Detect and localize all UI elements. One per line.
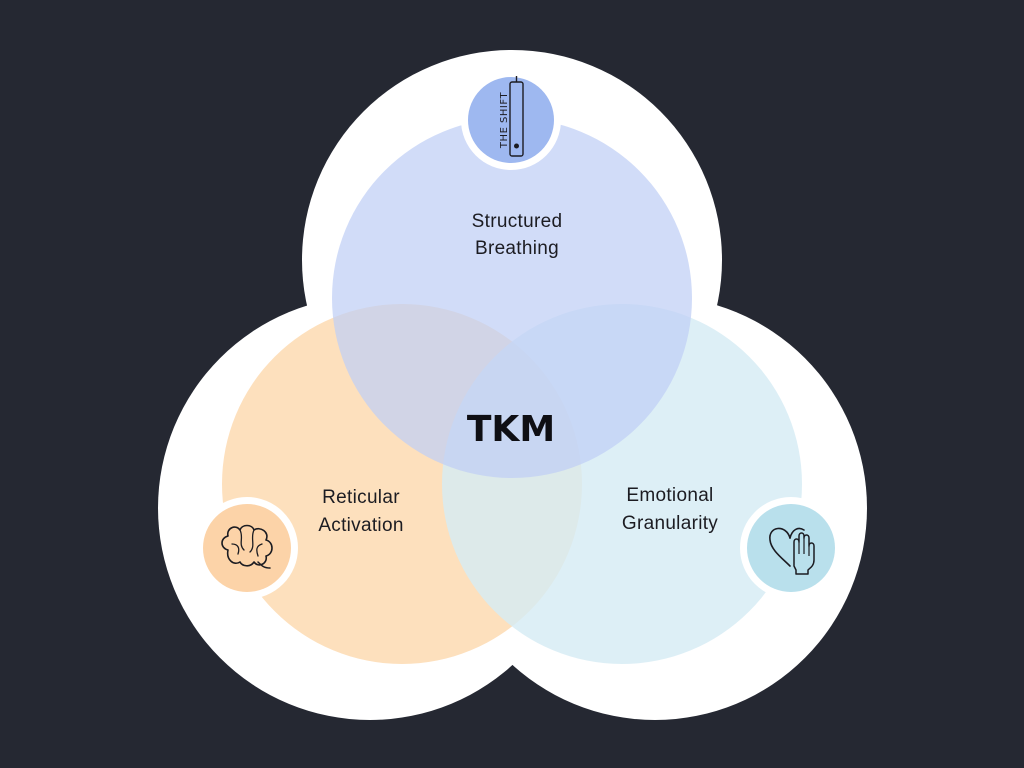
label-reticular-activation-line1: Reticular [322, 487, 400, 508]
label-structured-breathing-line2: Breathing [475, 238, 559, 259]
the-shift-label: THE SHIFT [499, 92, 510, 150]
center-label-tkm: TKM [467, 409, 555, 450]
label-emotional-granularity-line2: Granularity [622, 513, 718, 534]
circle-structured-breathing [332, 118, 692, 478]
label-structured-breathing-line1: Structured [472, 211, 563, 232]
label-emotional-granularity-line1: Emotional [626, 485, 713, 506]
label-reticular-activation-line2: Activation [318, 515, 403, 536]
heart-hand-icon [740, 497, 842, 599]
brain-icon [196, 497, 298, 599]
the-shift-device-icon: THE SHIFT [461, 70, 561, 170]
